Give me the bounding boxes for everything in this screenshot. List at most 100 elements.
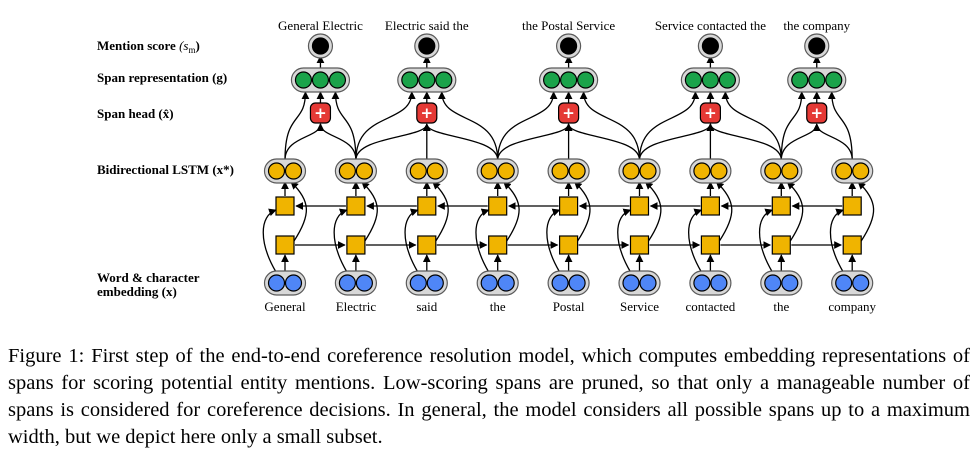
vector-unit (480, 162, 498, 180)
vector-unit (401, 71, 419, 89)
span-representation-node (397, 67, 457, 93)
backward-lstm-cell (700, 196, 721, 216)
lstm-cell-square (558, 235, 579, 255)
plus-icon: + (421, 104, 434, 122)
vector-unit (551, 162, 569, 180)
lstm-cell-square (488, 235, 508, 255)
lstm-cell-square (275, 235, 295, 255)
plus-icon: + (810, 104, 823, 122)
arrow-boundary-to-rep (827, 91, 853, 161)
vector-unit (497, 162, 515, 180)
mention-score-unit (701, 37, 720, 55)
mention-score-node (414, 33, 440, 59)
backward-lstm-cell (275, 196, 295, 216)
embedding-label-line2: embedding (x) (97, 284, 177, 299)
lstm-output-node (334, 158, 377, 184)
vector-unit (781, 162, 799, 180)
forward-lstm-cell (771, 235, 791, 255)
arrow-lstm-to-head (812, 123, 853, 161)
arrow-forward-to-output (432, 181, 449, 242)
vector-unit (764, 274, 782, 292)
vector-unit (328, 71, 347, 89)
backward-lstm-cell (771, 196, 791, 216)
span-representation-node (787, 67, 847, 93)
word-label: said (416, 299, 437, 314)
vector-unit (710, 162, 728, 180)
forward-lstm-cell (629, 235, 650, 255)
forward-lstm-cell (558, 235, 579, 255)
span-label: General Electric (278, 18, 363, 33)
vector-unit (639, 162, 657, 180)
lstm-cell-square (771, 235, 791, 255)
vector-unit (435, 71, 453, 89)
lstm-cell-square (558, 196, 579, 216)
vector-unit (355, 274, 373, 292)
lstm-cell-square (771, 196, 791, 216)
span-head-label: Span head (x̂) (97, 106, 174, 121)
mention-score-label: Mention score (sm) (97, 38, 200, 55)
mention-score-unit (311, 37, 330, 55)
forward-lstm-cell (700, 235, 721, 255)
span-label: the company (783, 18, 850, 33)
mention-score-node (804, 33, 830, 59)
lstm-cell-square (275, 196, 295, 216)
figure-caption: Figure 1: First step of the end-to-end c… (8, 345, 970, 448)
plus-icon: + (704, 104, 717, 122)
vector-unit (311, 71, 330, 89)
lstm-output-node (760, 158, 803, 184)
backward-lstm-cell (629, 196, 650, 216)
arrow-boundary-to-rep (579, 91, 641, 161)
vector-unit (693, 162, 711, 180)
arrow-boundary-to-rep (437, 91, 499, 161)
span-label: the Postal Service (522, 18, 615, 33)
vector-unit (568, 274, 586, 292)
span-representation-node (538, 67, 599, 93)
word-embedding-node (263, 270, 307, 296)
lstm-cell-square (346, 196, 366, 216)
lstm-cell-square (842, 235, 862, 255)
vector-unit (409, 162, 427, 180)
forward-lstm-cell (346, 235, 366, 255)
arrow-embed-to-backward-lstm (404, 208, 419, 273)
lstm-output-node (476, 158, 519, 184)
vector-unit (684, 71, 703, 89)
vector-unit (355, 162, 373, 180)
arrow-forward-to-output (644, 181, 662, 242)
arrow-lstm-to-head (355, 123, 431, 161)
vector-unit (409, 274, 427, 292)
span-head-box (699, 102, 722, 124)
span-representation-node (680, 67, 741, 93)
lstm-cell-square (700, 196, 721, 216)
vector-unit (718, 71, 737, 89)
arrow-lstm-to-head (316, 123, 357, 161)
vector-unit (764, 162, 782, 180)
vector-unit (622, 162, 640, 180)
arrow-boundary-to-rep (780, 91, 806, 161)
arrow-lstm-to-head (638, 123, 715, 161)
vector-unit (284, 162, 303, 180)
vector-unit (418, 71, 436, 89)
word-label: company (828, 299, 876, 314)
arrow-embed-to-backward-lstm (475, 208, 490, 273)
arrow-embed-to-backward-lstm (333, 208, 348, 273)
word-label: Postal (553, 299, 585, 314)
word-embedding-node (760, 270, 803, 296)
word-embedding-node (334, 270, 377, 296)
word-label: Service (620, 299, 659, 314)
vector-unit (835, 274, 853, 292)
word-label: contacted (685, 299, 735, 314)
embedding-label-line1: Word & character (97, 270, 200, 285)
lstm-cell-square (700, 235, 721, 255)
lstm-output-node (689, 158, 732, 184)
bidirectional-lstm-label: Bidirectional LSTM (x*) (97, 162, 234, 177)
vector-unit (781, 274, 799, 292)
arrow-boundary-to-rep (638, 91, 700, 161)
coreference-model-diagram: Mention score (sm) Span representation (… (97, 18, 877, 314)
forward-lstm-cell (842, 235, 862, 255)
arrow-embed-to-backward-lstm (546, 208, 561, 273)
arrow-boundary-to-rep (284, 91, 310, 161)
span-head-box (806, 102, 828, 124)
mention-score-unit (808, 37, 826, 55)
span-head-node: + (806, 102, 828, 124)
